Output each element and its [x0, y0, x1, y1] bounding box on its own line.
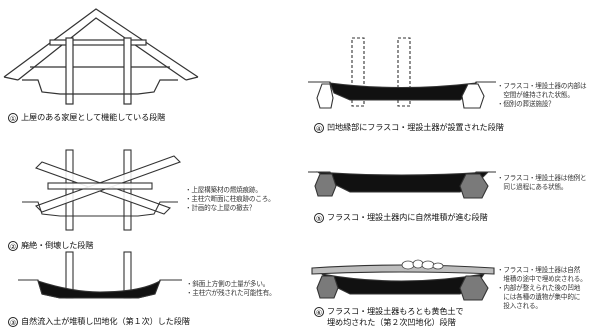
stage2-caption-text: 廃絶・倒壊した段階 — [21, 240, 94, 250]
stage5-caption-text: フラスコ・埋設土器内に自然堆積が進む段階 — [327, 212, 488, 222]
stage4-figure — [308, 37, 496, 109]
stage4-note-1: ・フラスコ・埋設土器の内部は — [497, 82, 587, 90]
stage6-figure — [311, 259, 495, 301]
stage4-number: ④ — [314, 122, 324, 133]
stage3-hollow-figure — [18, 251, 182, 299]
stage6-flask-right — [459, 275, 489, 301]
stage6-yellow-fill — [311, 264, 495, 275]
stage6-note-5: 投入される。 — [497, 302, 542, 310]
stage5-note-1: ・フラスコ・埋設土器は他例と — [497, 174, 587, 182]
stage6-flask-left — [316, 275, 339, 299]
stage4-jar-outline-right — [397, 37, 411, 107]
stage3-number: ③ — [8, 316, 18, 327]
stage6-caption-line2: 埋め均された（第２次凹地化）段階 — [327, 317, 456, 327]
stage4-flask-left — [316, 83, 334, 109]
stage6-number: ⑥ — [314, 306, 324, 317]
stage1-roof-outer — [3, 8, 199, 78]
stage6-note-3: ・内部が整えられた後の凹地 — [497, 284, 581, 292]
stage5-figure — [308, 171, 496, 199]
stage2-pillar-right — [123, 149, 132, 231]
stage2-beam-c — [47, 182, 153, 190]
stage1-pillar-left — [65, 37, 74, 105]
stage1-pillar-right — [123, 37, 132, 105]
stage2-number: ② — [8, 240, 18, 251]
stage6-fill — [320, 273, 486, 295]
stage4-caption-text: 凹地縁部にフラスコ・埋設土器が設置された段階 — [327, 122, 504, 132]
stage5-notes: ・フラスコ・埋設土器は他例と 同じ過程にある状態。 — [497, 174, 587, 192]
stage2-notes: ・上屋構築材の燃焼痕跡。 ・主柱穴断面に柱痕跡のころ。 ・計画的な上屋の撤去？ — [185, 186, 275, 213]
stage6-caption2-text: 埋め均された（第２次凹地化）段階 — [327, 317, 456, 327]
stage4-note-3: ・個別の葬送施設？ — [497, 100, 555, 108]
stage6-note-4: には各種の遺物が集中的に — [497, 293, 581, 301]
stage1-pit — [22, 79, 178, 95]
stage3-note-1: ・斜面上方側の土量が多い。 — [186, 280, 270, 288]
stage1-caption-text: 上屋のある家屋として機能している段階 — [21, 112, 166, 122]
stage1-roof-inner — [17, 17, 187, 81]
stage3-fill — [37, 279, 162, 299]
stage6-note-2: 堆積の途中で埋め戻される。 — [497, 275, 587, 283]
stage2-collapse-figure — [22, 149, 182, 231]
stage5-flask-left — [314, 173, 337, 197]
stage4-fill — [329, 82, 478, 101]
stage3-caption-text: 自然流入土が堆積し凹地化（第１次）した段階 — [21, 316, 190, 326]
stage1-beam — [49, 39, 147, 46]
stage6-caption-text: フラスコ・埋設土器もろとも黄色土で — [327, 306, 464, 316]
stage2-pillar-left — [65, 149, 74, 231]
stage4-notes: ・フラスコ・埋設土器の内部は 空間が維持された状態。 ・個別の葬送施設？ — [497, 82, 587, 109]
stage6-notes: ・フラスコ・埋設土器は自然 堆積の途中で埋め戻される。 ・内部が整えられた後の凹… — [497, 266, 587, 311]
stage6-note-1: ・フラスコ・埋設土器は自然 — [497, 266, 580, 274]
stage2-note-1: ・上屋構築材の燃焼痕跡。 — [185, 186, 262, 194]
stage3-notes: ・斜面上方側の土量が多い。 ・主柱穴が残された可能性有。 — [186, 280, 276, 298]
stage2-pit — [22, 201, 178, 217]
stage4-flask-right — [461, 83, 485, 109]
stage4-note-2: 空間が維持された状態。 — [497, 91, 574, 99]
stage5-flask-right — [459, 173, 489, 199]
stage5-note-2: 同じ過程にある状態。 — [497, 183, 568, 191]
stage2-note-3: ・計画的な上屋の撤去？ — [185, 204, 256, 212]
stage5-number: ⑤ — [314, 212, 324, 223]
stage1-house-figure — [3, 8, 199, 105]
stage2-note-2: ・主柱穴断面に柱痕跡のころ。 — [185, 195, 275, 203]
stage3-note-2: ・主柱穴が残された可能性有。 — [186, 289, 276, 297]
stage6-artifacts — [401, 259, 444, 270]
stage4-jar-outline-left — [351, 37, 365, 107]
stage1-number: ① — [8, 112, 18, 123]
